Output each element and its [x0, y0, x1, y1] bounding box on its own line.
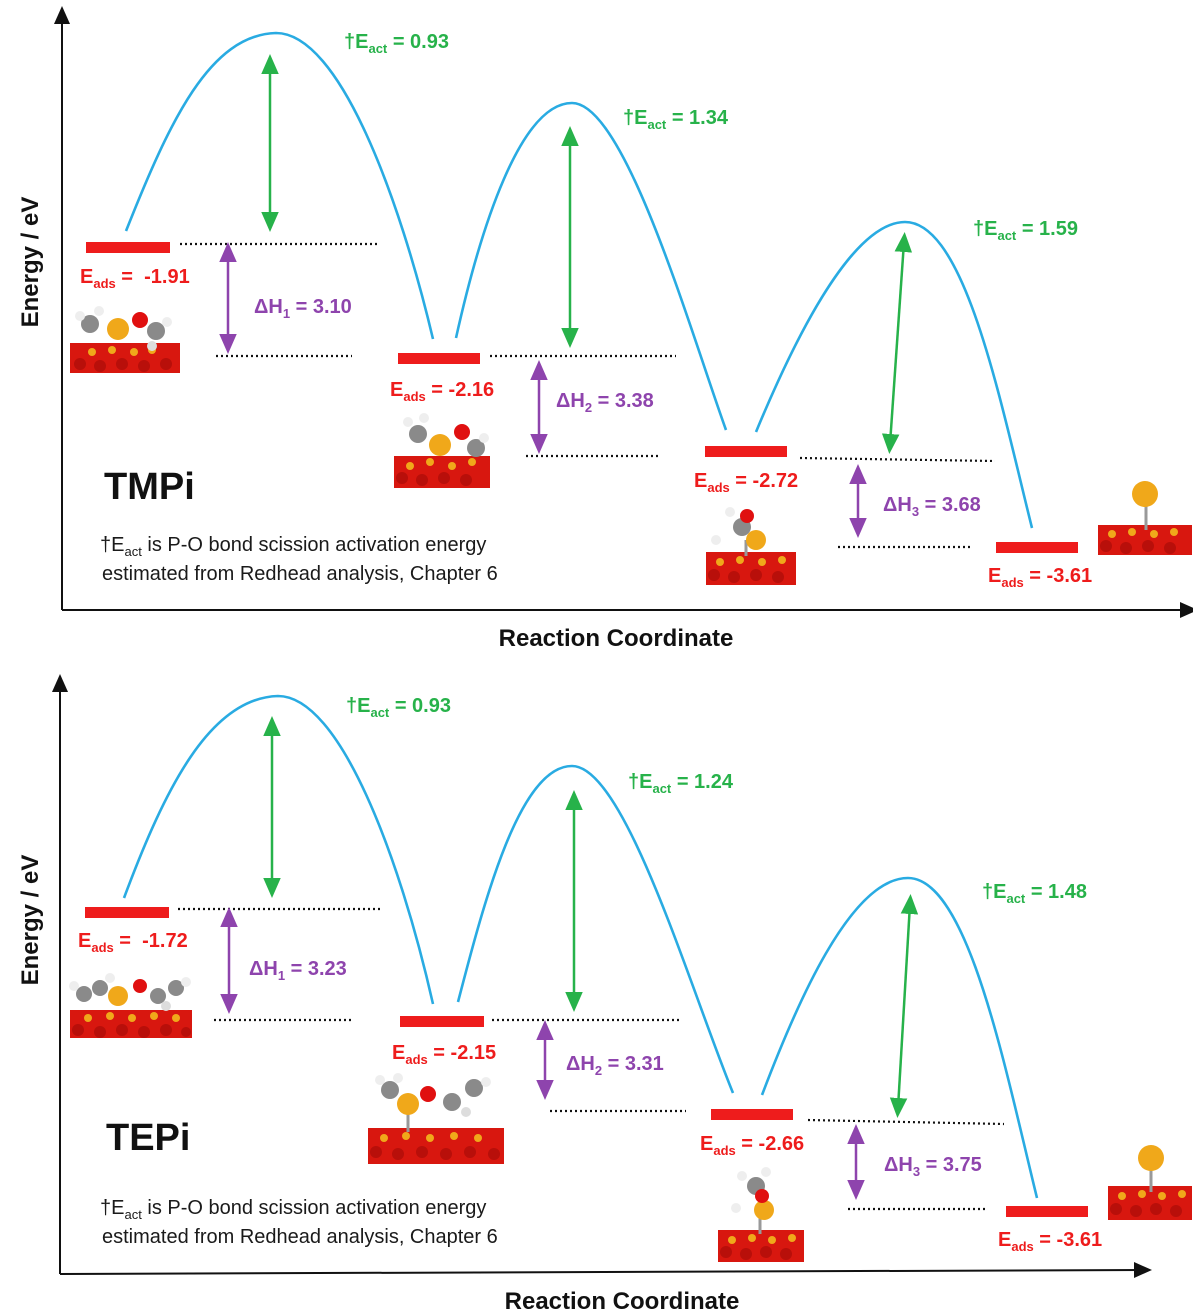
activation-arrow-3 [889, 894, 919, 1118]
eads-label-3: Eads = -2.66 [700, 1133, 804, 1158]
diagram-canvas: Energy / eV Reaction Coordinate †Eact = … [17, 6, 1193, 652]
structure-image-3 [718, 1167, 804, 1262]
footnote-line-2: estimated from Redhead analysis, Chapter… [102, 1226, 498, 1248]
level-bar-3 [705, 446, 787, 457]
structure-image-4 [1098, 481, 1192, 555]
structure-image-1 [69, 973, 192, 1038]
dotted-reference-lines [178, 907, 1005, 1211]
eads-label-2: Eads = -2.16 [390, 379, 494, 404]
x-axis-label: Reaction Coordinate [499, 625, 734, 652]
footnote-line-2: estimated from Redhead analysis, Chapter… [102, 563, 498, 585]
footnote-line-1: †Eact is P-O bond scission activation en… [100, 534, 486, 559]
x-axis-label: Reaction Coordinate [505, 1288, 740, 1315]
eads-label-4: Eads = -3.61 [988, 565, 1092, 590]
diagram-canvas: Energy / eV Reaction Coordinate †Eact = … [17, 674, 1192, 1315]
dh-label-2: ΔH2 = 3.38 [556, 390, 654, 415]
eact-label-2: †Eact = 1.24 [628, 771, 734, 796]
molecule-label: TMPi [104, 466, 195, 508]
molecule-label: TEPi [106, 1117, 190, 1159]
structure-image-1 [70, 306, 180, 373]
dh-label-2: ΔH2 = 3.31 [566, 1053, 664, 1078]
eact-label-3: †Eact = 1.48 [982, 881, 1087, 906]
y-axis-label: Energy / eV [17, 855, 44, 986]
level-bar-2 [400, 1016, 484, 1027]
structure-image-2 [394, 413, 490, 488]
dh-label-1: ΔH1 = 3.10 [254, 296, 352, 321]
dh-label-1: ΔH1 = 3.23 [249, 958, 347, 983]
eads-label-3: Eads = -2.72 [694, 470, 798, 495]
eact-label-3: †Eact = 1.59 [973, 218, 1078, 243]
level-bar-4 [996, 542, 1078, 553]
level-bar-3 [711, 1109, 793, 1120]
structure-image-4 [1108, 1145, 1192, 1220]
level-bar-1 [85, 907, 169, 918]
eads-label-4: Eads = -3.61 [998, 1229, 1102, 1254]
y-axis-label: Energy / eV [17, 197, 44, 328]
dh-label-3: ΔH3 = 3.75 [884, 1154, 982, 1179]
activation-arrow-3 [881, 232, 913, 454]
energy-diagram-tepi: Energy / eV Reaction Coordinate †Eact = … [0, 658, 1193, 1315]
energy-diagram-tmpi: Energy / eV Reaction Coordinate †Eact = … [17, 6, 1193, 652]
eact-label-1: †Eact = 0.93 [344, 31, 449, 56]
x-axis [59, 1262, 1152, 1279]
level-bar-4 [1006, 1206, 1088, 1217]
eads-label-1: Eads = -1.91 [80, 266, 190, 291]
dotted-reference-lines [180, 242, 996, 549]
reaction-curve [122, 694, 1039, 1199]
structure-image-2 [368, 1073, 504, 1164]
eact-label-1: †Eact = 0.93 [346, 695, 451, 720]
eads-label-1: Eads = -1.72 [78, 930, 188, 955]
eact-label-2: †Eact = 1.34 [623, 107, 729, 132]
level-bar-2 [398, 353, 480, 364]
structure-image-3 [706, 507, 796, 585]
footnote-line-1: †Eact is P-O bond scission activation en… [100, 1197, 486, 1222]
dh-label-3: ΔH3 = 3.68 [883, 494, 981, 519]
level-bar-1 [86, 242, 170, 253]
eads-label-2: Eads = -2.15 [392, 1042, 496, 1067]
reaction-curve [124, 31, 1034, 529]
